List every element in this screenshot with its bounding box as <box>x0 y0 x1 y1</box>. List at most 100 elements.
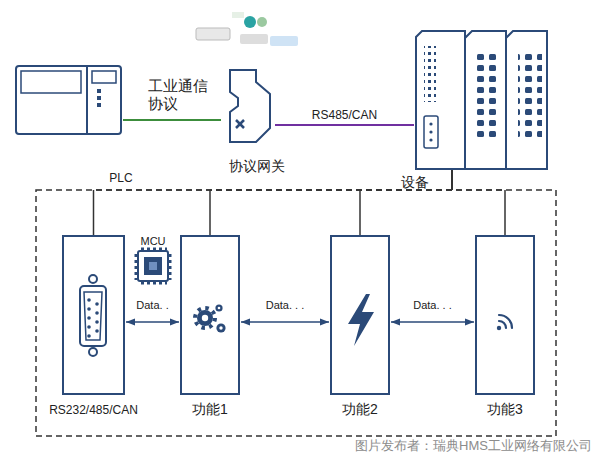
gear-teeth <box>195 308 215 328</box>
plc-panel <box>21 71 81 93</box>
bus-line <box>452 189 505 191</box>
edge-label: RS485/CAN <box>312 108 377 122</box>
connector-line <box>391 321 474 323</box>
svg-rect <box>138 251 168 281</box>
connector <box>391 322 474 323</box>
svg-circle <box>218 307 221 310</box>
field-device: 设备 <box>415 30 548 170</box>
plc-housing <box>16 66 121 134</box>
logo-chip <box>232 12 244 18</box>
device-module <box>465 31 506 169</box>
plc-led <box>97 89 101 93</box>
watermark: 图片发布者：瑞典HMS工业网络有限公司 <box>355 438 592 454</box>
svg-path <box>499 321 506 328</box>
device-module <box>506 31 547 169</box>
plc-icon <box>15 65 122 135</box>
svg-circle <box>95 320 99 324</box>
bus-drop <box>451 170 453 190</box>
wireless-icon <box>497 315 512 330</box>
plc-slot <box>92 71 116 83</box>
svg-rect <box>149 262 157 270</box>
node-label: 设备 <box>401 174 429 191</box>
connector-shell <box>80 286 106 346</box>
svg-circle <box>87 316 91 320</box>
bus-drop <box>451 170 453 190</box>
device-port <box>424 116 438 148</box>
connector <box>210 170 452 235</box>
svg-path <box>499 315 512 328</box>
svg-circle <box>95 329 99 333</box>
gateway-mark <box>236 120 244 128</box>
bus-drop <box>209 190 211 235</box>
bus-drop <box>451 170 453 190</box>
gear-hole <box>202 315 208 321</box>
screw <box>89 275 97 283</box>
plc-divider <box>86 66 88 134</box>
interface-module: RS232/485/CAN <box>62 235 125 395</box>
connector-line <box>126 321 179 323</box>
logo-dot <box>257 17 267 27</box>
function-module: 功能1 <box>180 235 240 395</box>
screw <box>89 348 97 356</box>
connector-line <box>241 321 329 323</box>
connector <box>126 322 179 323</box>
gateway-housing <box>230 70 270 142</box>
gear-small <box>215 304 222 311</box>
port-pin <box>429 122 432 125</box>
port-pin <box>429 138 432 141</box>
gateway-icon <box>222 68 274 144</box>
connector-face <box>84 292 102 340</box>
bus-drop <box>359 190 361 235</box>
device-terminals <box>518 54 542 142</box>
edge-label: Data. . <box>136 299 168 312</box>
node-label: 协议网关 <box>229 158 285 175</box>
connector <box>123 120 221 121</box>
svg-circle <box>95 311 99 315</box>
connector-line <box>275 124 414 126</box>
node-label: PLC <box>109 171 132 185</box>
function-module: 功能2 <box>330 235 390 395</box>
connector <box>360 170 452 235</box>
gear-icon <box>195 304 226 332</box>
bus-line <box>94 189 453 191</box>
protocol-logos <box>196 12 298 46</box>
lightning-icon <box>348 294 374 346</box>
device-boundary <box>36 190 556 436</box>
logo-chip <box>270 36 298 46</box>
svg-circle <box>87 298 91 302</box>
logo-chip <box>196 28 230 40</box>
connector <box>452 170 505 235</box>
bus-drop <box>451 170 453 190</box>
node-label: 功能1 <box>192 401 228 418</box>
svg-circle <box>87 325 91 329</box>
device-icon <box>415 30 548 170</box>
svg-rect <box>144 257 162 275</box>
device-terminals <box>477 54 501 142</box>
connector <box>275 125 414 126</box>
gateway-device: 协议网关 <box>222 68 274 144</box>
connector-line <box>123 119 221 121</box>
db9-connector <box>80 275 106 356</box>
svg-circle <box>219 326 222 329</box>
svg-circle <box>95 302 99 306</box>
plc-led <box>97 96 101 100</box>
node-label: 功能3 <box>487 401 523 418</box>
device-leds <box>424 46 436 102</box>
plc-device: PLC <box>15 65 122 135</box>
svg-circle <box>87 307 91 311</box>
node-label: RS232/485/CAN <box>49 403 138 417</box>
edge-label: Data. . . <box>413 299 452 312</box>
port-pin <box>429 130 432 133</box>
logo-dot <box>244 16 256 28</box>
bus-drop <box>504 190 506 235</box>
svg-circle <box>497 326 501 330</box>
gateway-mark <box>236 120 244 128</box>
connector <box>94 170 453 235</box>
svg-circle <box>87 334 91 338</box>
gear-body <box>197 310 213 326</box>
function-module: 功能3 <box>475 235 535 395</box>
plc-led <box>97 103 101 107</box>
edge-label: 工业通信 协议 <box>148 77 214 113</box>
mcu-chip <box>136 249 170 283</box>
